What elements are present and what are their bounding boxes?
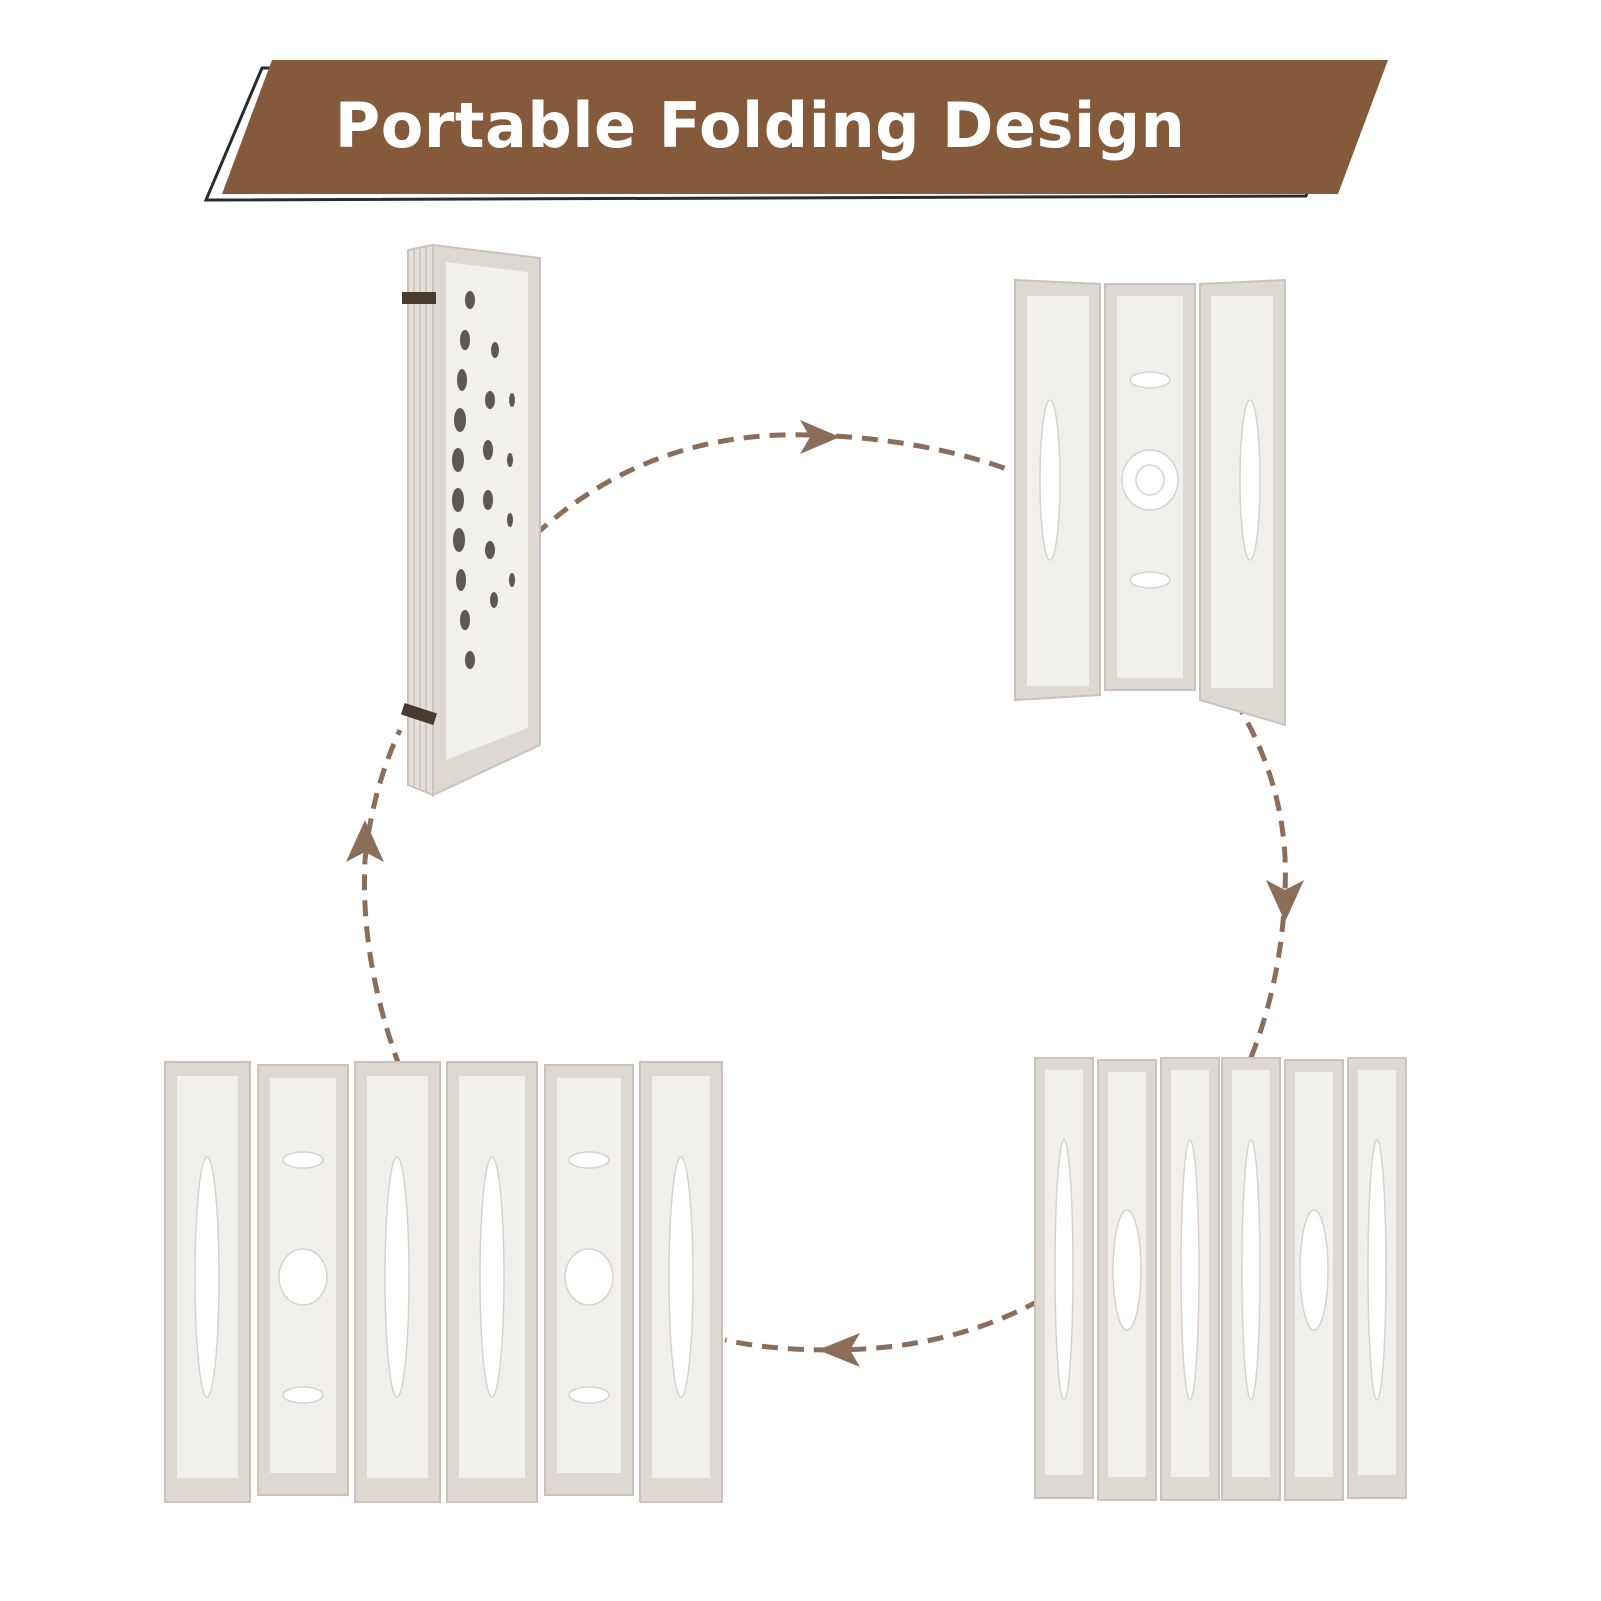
six-panel-screen-compact — [1034, 1057, 1407, 1501]
title-banner — [203, 60, 1388, 202]
arrow-folded-to-three — [533, 432, 811, 537]
three-panel-screen — [1014, 278, 1286, 727]
arrow-six-to-six-wide — [829, 1297, 1042, 1353]
banner-title: Portable Folding Design — [334, 89, 1186, 162]
arrow-head-right-icon — [1266, 880, 1304, 922]
hinge-icon — [402, 292, 436, 304]
hinge-icon — [400, 703, 438, 725]
arrow-head-bottom-icon — [818, 1333, 860, 1367]
arrow-three-to-six — [1232, 698, 1288, 891]
banner-shape — [222, 60, 1388, 194]
arrow-heads — [346, 420, 1304, 1367]
six-panel-screen-wide — [164, 1061, 723, 1503]
arrow-wide-to-folded — [361, 859, 403, 1069]
folded-screen — [400, 243, 541, 797]
arrow-head-top-icon — [800, 420, 840, 454]
arrow-head-left-icon — [346, 820, 384, 862]
